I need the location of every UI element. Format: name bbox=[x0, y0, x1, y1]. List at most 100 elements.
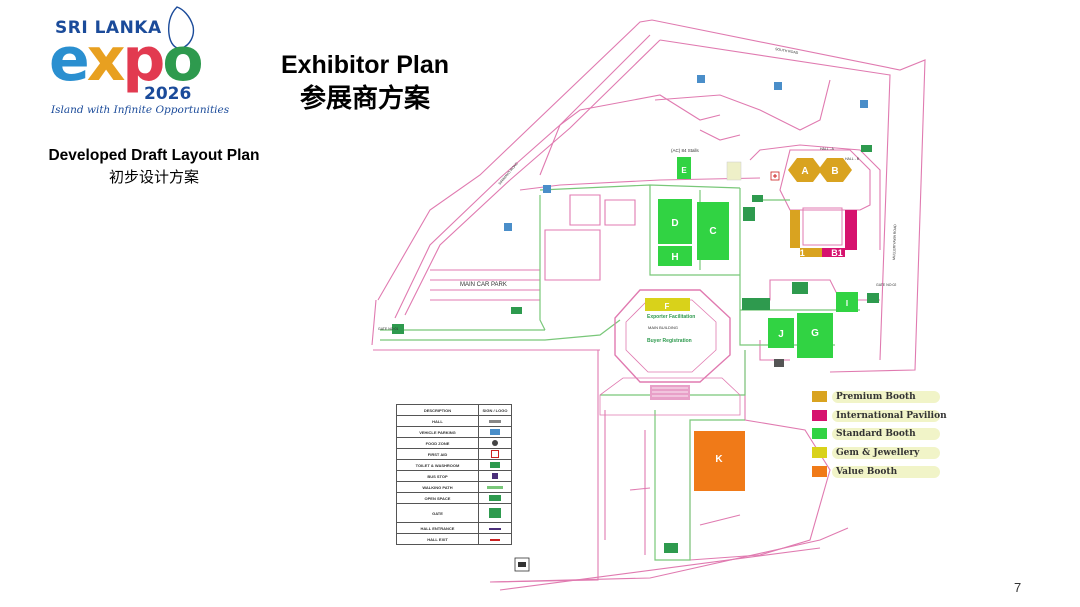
table-row: FIRST AID bbox=[396, 448, 512, 460]
logo-year: 2026 bbox=[144, 84, 192, 104]
legend-label-bg bbox=[832, 447, 940, 460]
legend-swatch bbox=[812, 409, 827, 421]
road-lines bbox=[371, 19, 926, 591]
hall-letter-g: G bbox=[811, 328, 819, 339]
hall-letter-k: K bbox=[715, 454, 723, 465]
label-hall-b: HALL - B bbox=[845, 157, 860, 161]
main-building bbox=[599, 289, 741, 416]
key-header-description: DESCRIPTION bbox=[396, 404, 479, 416]
draft-subtitle: 初步设计方案 bbox=[108, 168, 199, 186]
hall-letter-i: I bbox=[846, 299, 848, 308]
hall-letter-b: B bbox=[831, 166, 838, 177]
hall-e-shape bbox=[677, 157, 691, 179]
logo-letter-o: o bbox=[162, 25, 203, 95]
page-subtitle: 参展商方案 bbox=[299, 84, 430, 114]
legend-label: Value Booth bbox=[836, 466, 898, 477]
legend-item-international: International Pavilion bbox=[808, 407, 948, 424]
walking-path-icon bbox=[478, 481, 512, 493]
key-row-label: GATE bbox=[396, 503, 479, 523]
table-row: HALL ENTRANCE bbox=[396, 522, 512, 534]
hall-letter-j: J bbox=[778, 329, 784, 340]
food-icon bbox=[478, 437, 512, 449]
legend-label-bg bbox=[832, 391, 940, 403]
table-row: HALL bbox=[396, 415, 512, 427]
hall-letter-c: C bbox=[709, 226, 716, 237]
table-row: BUS STOP bbox=[396, 470, 512, 482]
hall-d-shape bbox=[658, 199, 692, 244]
legend-swatch bbox=[812, 465, 827, 477]
bus-stop-icon bbox=[478, 470, 512, 482]
legend-label: Gem & Jewellery bbox=[836, 448, 920, 459]
hall-letter-h: H bbox=[671, 252, 678, 263]
legend-label-bg bbox=[832, 465, 940, 478]
table-row: HALL EXIT bbox=[396, 533, 512, 545]
first-aid-icon bbox=[478, 448, 512, 460]
hall-h-shape bbox=[658, 246, 692, 266]
label-car-park: MAIN CAR PARK bbox=[460, 282, 507, 288]
logo-letter-x: x bbox=[86, 25, 126, 95]
key-row-label: OPEN SPACE bbox=[396, 492, 479, 504]
legend-swatch bbox=[812, 447, 827, 459]
label-exporter: Exporter Facilitation bbox=[647, 314, 695, 320]
key-row-label: FOOD ZONE bbox=[396, 437, 479, 449]
key-sym bbox=[478, 415, 512, 427]
logo-letter-e: e bbox=[49, 25, 90, 95]
table-row: OPEN SPACE bbox=[396, 492, 512, 504]
parking-icon bbox=[478, 426, 512, 438]
label-hall-a: HALL - A bbox=[820, 147, 835, 151]
label-gate-left: GATE NO:01 bbox=[378, 327, 398, 331]
toilet-icon bbox=[478, 459, 512, 471]
table-row: GATE bbox=[396, 503, 512, 523]
key-row-label: TOILET & WASHROOM bbox=[396, 459, 479, 471]
hall-i-shape bbox=[836, 292, 858, 312]
legend-item-standard: Standard Booth bbox=[808, 425, 948, 442]
logo-top-text: SRI LANKA bbox=[55, 18, 162, 38]
hall-j-shape bbox=[768, 318, 794, 348]
key-row-label: FIRST AID bbox=[396, 448, 479, 460]
parking-signs bbox=[392, 75, 879, 572]
legend-label-bg bbox=[832, 409, 940, 422]
legend-item-gem: Gem & Jewellery bbox=[808, 444, 948, 461]
sri-lanka-map-icon bbox=[168, 6, 195, 50]
logo-tagline: Island with Infinite Opportunities bbox=[51, 104, 230, 116]
hall-a-shape bbox=[788, 158, 822, 182]
label-buyer: Buyer Registration bbox=[647, 338, 692, 344]
hall-c-shape bbox=[697, 202, 729, 260]
key-row-label: HALL bbox=[396, 415, 479, 427]
legend-label: Standard Booth bbox=[836, 429, 916, 440]
key-row-label: BUS STOP bbox=[396, 470, 479, 482]
hall-letter-f: F bbox=[665, 302, 670, 311]
hall-letter-a1: A1 bbox=[793, 248, 805, 258]
hall-f-shape bbox=[645, 298, 690, 311]
key-row-label: WALKING PATH bbox=[396, 481, 479, 493]
page-number: 7 bbox=[1014, 580, 1022, 595]
hall-a1-shape bbox=[790, 210, 800, 248]
legend-item-value: Value Booth bbox=[808, 463, 948, 480]
label-mulleriyawa-road: MULLERIYAWA ROAD bbox=[892, 224, 897, 260]
draft-title: Developed Draft Layout Plan bbox=[48, 147, 260, 164]
expo-logo: SRI LANKA expo 2026 Island with Infinite… bbox=[45, 6, 229, 124]
hall-letters: A B A1 B1 C D E F G H I J K bbox=[665, 166, 849, 465]
booth-legend: Premium Booth International Pavilion Sta… bbox=[808, 388, 948, 481]
hall-entrance-icon bbox=[478, 522, 512, 534]
table-row: VEHICLE PARKING bbox=[396, 426, 512, 438]
hall-b1-shape bbox=[845, 210, 857, 250]
hall-g-shape bbox=[797, 313, 833, 358]
hall-letter-e: E bbox=[681, 166, 687, 175]
open-space-icon bbox=[478, 492, 512, 504]
legend-label: International Pavilion bbox=[836, 410, 947, 421]
label-road-top: SOUTH ROAD bbox=[775, 47, 799, 55]
logo-letter-p: p bbox=[122, 25, 165, 95]
legend-swatch bbox=[812, 428, 827, 440]
logo-main-text: expo bbox=[49, 30, 204, 90]
hall-letter-a: A bbox=[801, 166, 808, 177]
hall-b-shape bbox=[818, 158, 852, 182]
hall-letter-b1: B1 bbox=[831, 248, 843, 258]
key-header-sign: SIGN / LOGO bbox=[478, 404, 512, 416]
hall-k-shape bbox=[694, 431, 745, 491]
key-row-label: HALL EXIT bbox=[396, 533, 479, 545]
gate-icon bbox=[478, 503, 512, 523]
table-row: DESCRIPTION SIGN / LOGO bbox=[396, 404, 512, 416]
hall-letter-d: D bbox=[671, 218, 678, 229]
